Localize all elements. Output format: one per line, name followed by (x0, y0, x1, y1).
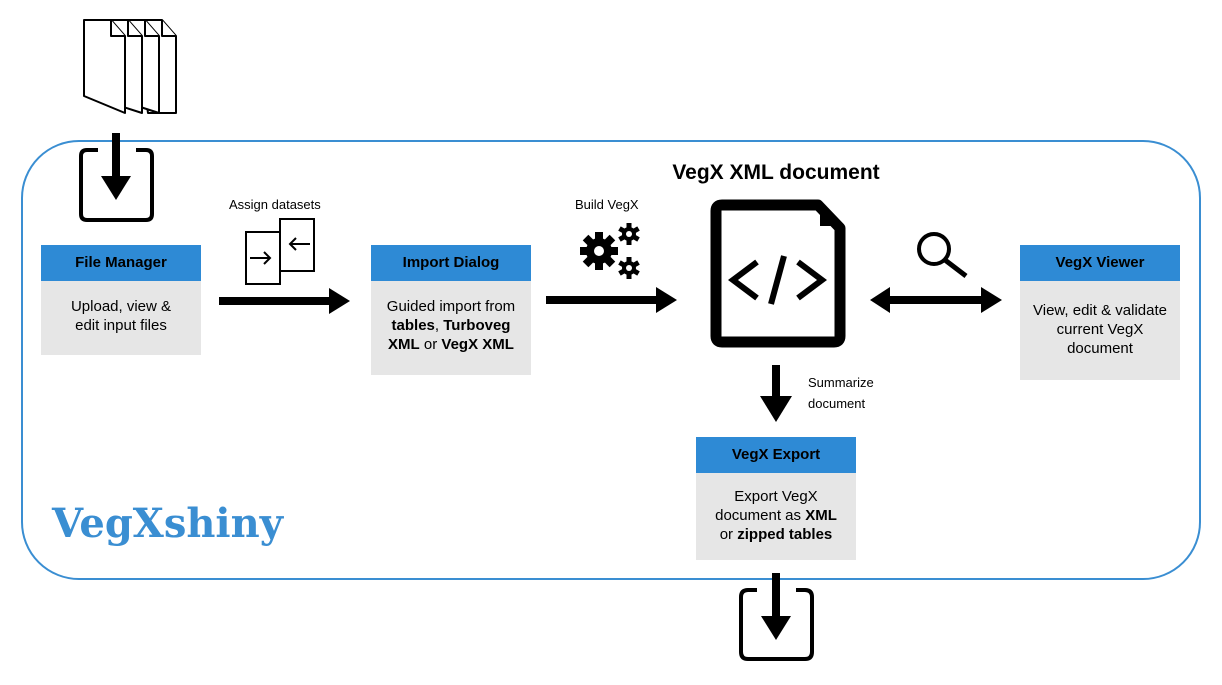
or-text: or (419, 336, 442, 353)
file-manager-title: File Manager (41, 245, 201, 281)
file-manager-line-1: Upload, view & (70, 298, 172, 315)
file-manager-description: Upload, view & edit input files (41, 281, 201, 335)
xml-export-emph: XML (805, 507, 837, 524)
brand-logo-text: VegXshiny (52, 500, 283, 547)
vegx-viewer-title: VegX Viewer (1020, 245, 1180, 281)
arrow-fm-to-import (219, 288, 350, 314)
document-as-text: document as (715, 507, 806, 524)
gears-icon (580, 223, 640, 279)
vegx-export-description: Export VegX document as XML or zipped ta… (696, 473, 856, 544)
vegx-xml-emph: VegX XML (441, 336, 514, 353)
vegx-viewer-box[interactable]: VegX Viewer View, edit & validate curren… (1020, 245, 1180, 380)
import-dialog-box[interactable]: Import Dialog Guided import from tables,… (371, 245, 531, 375)
export-icon (739, 573, 814, 661)
import-dialog-line-1: Guided import from (386, 298, 516, 315)
files-stack-icon (83, 19, 177, 114)
arrow-document-to-export (760, 365, 792, 422)
magnifier-icon (917, 232, 968, 278)
summarize-line-2: document (808, 396, 866, 411)
import-dialog-description: Guided import from tables, Turboveg XML … (371, 281, 531, 354)
code-document-icon (710, 199, 846, 348)
vegx-export-line-2: document as XML (702, 506, 850, 525)
comma-text: , (434, 317, 444, 334)
vegx-export-box[interactable]: VegX Export Export VegX document as XML … (696, 437, 856, 560)
import-dialog-title: Import Dialog (371, 245, 531, 281)
summarize-line-1: Summarize (808, 375, 874, 390)
vegx-viewer-description: View, edit & validate current VegX docum… (1020, 281, 1180, 358)
vegx-viewer-line-1: View, edit & validate (1033, 302, 1167, 319)
arrow-import-to-document (546, 287, 677, 313)
assign-datasets-label: Assign datasets (229, 197, 321, 212)
vegx-export-line-3: or zipped tables (702, 525, 850, 544)
summarize-label: Summarize document (808, 372, 874, 414)
tables-emph: tables (391, 317, 435, 334)
vegx-viewer-line-2: current VegX (1056, 321, 1144, 338)
vegx-export-title: VegX Export (696, 437, 856, 473)
turboveg-emph: Turboveg (443, 317, 511, 334)
or-export-text: or (719, 526, 738, 543)
import-dialog-line-3: XML or VegX XML (377, 335, 525, 354)
zipped-tables-emph: zipped tables (737, 526, 833, 543)
import-icon (79, 133, 154, 222)
build-vegx-label: Build VegX (575, 197, 639, 212)
assign-datasets-icon (245, 218, 315, 285)
document-title: VegX XML document (672, 161, 880, 184)
file-manager-line-2: edit input files (75, 317, 167, 334)
arrow-document-viewer (870, 287, 1002, 313)
xml-emph: XML (388, 336, 420, 353)
app-frame (21, 140, 1201, 580)
vegx-export-line-1: Export VegX (734, 488, 818, 505)
import-dialog-line-2: tables, Turboveg (377, 316, 525, 335)
vegx-viewer-line-3: document (1067, 340, 1133, 357)
file-manager-box[interactable]: File Manager Upload, view & edit input f… (41, 245, 201, 355)
